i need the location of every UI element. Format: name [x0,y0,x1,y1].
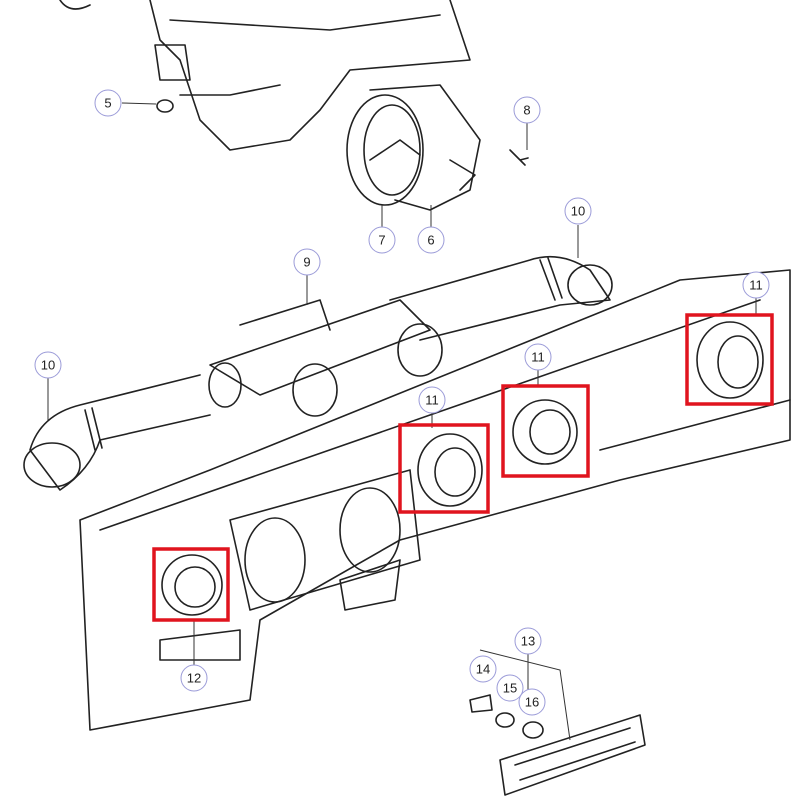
callout-number: 11 [425,393,439,408]
callout-circle [564,197,592,225]
callout-circle [514,627,542,655]
callout-circle [469,655,497,683]
callout-number: 7 [378,233,385,248]
callout-11: 11 [418,386,446,414]
callout-circle [524,343,552,371]
callout-circle [513,96,541,124]
callout-number: 8 [523,103,530,118]
screw-8 [509,149,529,166]
duct-center [208,275,443,417]
callout-number: 10 [571,204,585,219]
callout-number: 14 [476,662,490,677]
callout-9: 9 [293,248,321,276]
callout-circle [94,89,122,117]
highlight-box-vent-right [685,313,774,406]
callout-circle [742,271,770,299]
callout-circle [180,664,208,692]
grommet-5 [156,99,174,113]
blower-housing [346,84,481,228]
highlight-box-vent-center [398,423,490,514]
callout-circle [496,674,524,702]
callout-10: 10 [34,351,62,379]
instrument-panel [79,269,791,731]
callout-number: 15 [503,681,517,696]
heater-unit [59,0,471,151]
callout-7: 7 [368,226,396,254]
callout-10: 10 [564,197,592,225]
control-panel [469,649,646,796]
callout-number: 10 [41,358,55,373]
callout-number: 11 [749,278,763,293]
callout-number: 13 [521,634,535,649]
callout-13: 13 [514,627,542,655]
callout-11: 11 [524,343,552,371]
callout-number: 5 [104,96,111,111]
duct-left [23,374,211,491]
callout-8: 8 [513,96,541,124]
vents [161,298,764,665]
callout-circle [418,386,446,414]
callout-circle [518,688,546,716]
callout-number: 16 [525,695,539,710]
callout-11: 11 [742,271,770,299]
callout-number: 6 [427,233,434,248]
highlight-box-vent-left [152,547,230,622]
callout-circle [368,226,396,254]
highlight-box-vent-center-right [501,384,590,478]
callout-circle [417,226,445,254]
callout-6: 6 [417,226,445,254]
duct-right [389,225,613,341]
callout-5: 5 [94,89,122,117]
callout-15: 15 [496,674,524,702]
callout-number: 12 [187,671,201,686]
callout-number: 9 [303,255,310,270]
callout-14: 14 [469,655,497,683]
callout-number: 11 [531,350,545,365]
callout-circle [34,351,62,379]
callout-16: 16 [518,688,546,716]
callout-circle [293,248,321,276]
callout-12: 12 [180,664,208,692]
